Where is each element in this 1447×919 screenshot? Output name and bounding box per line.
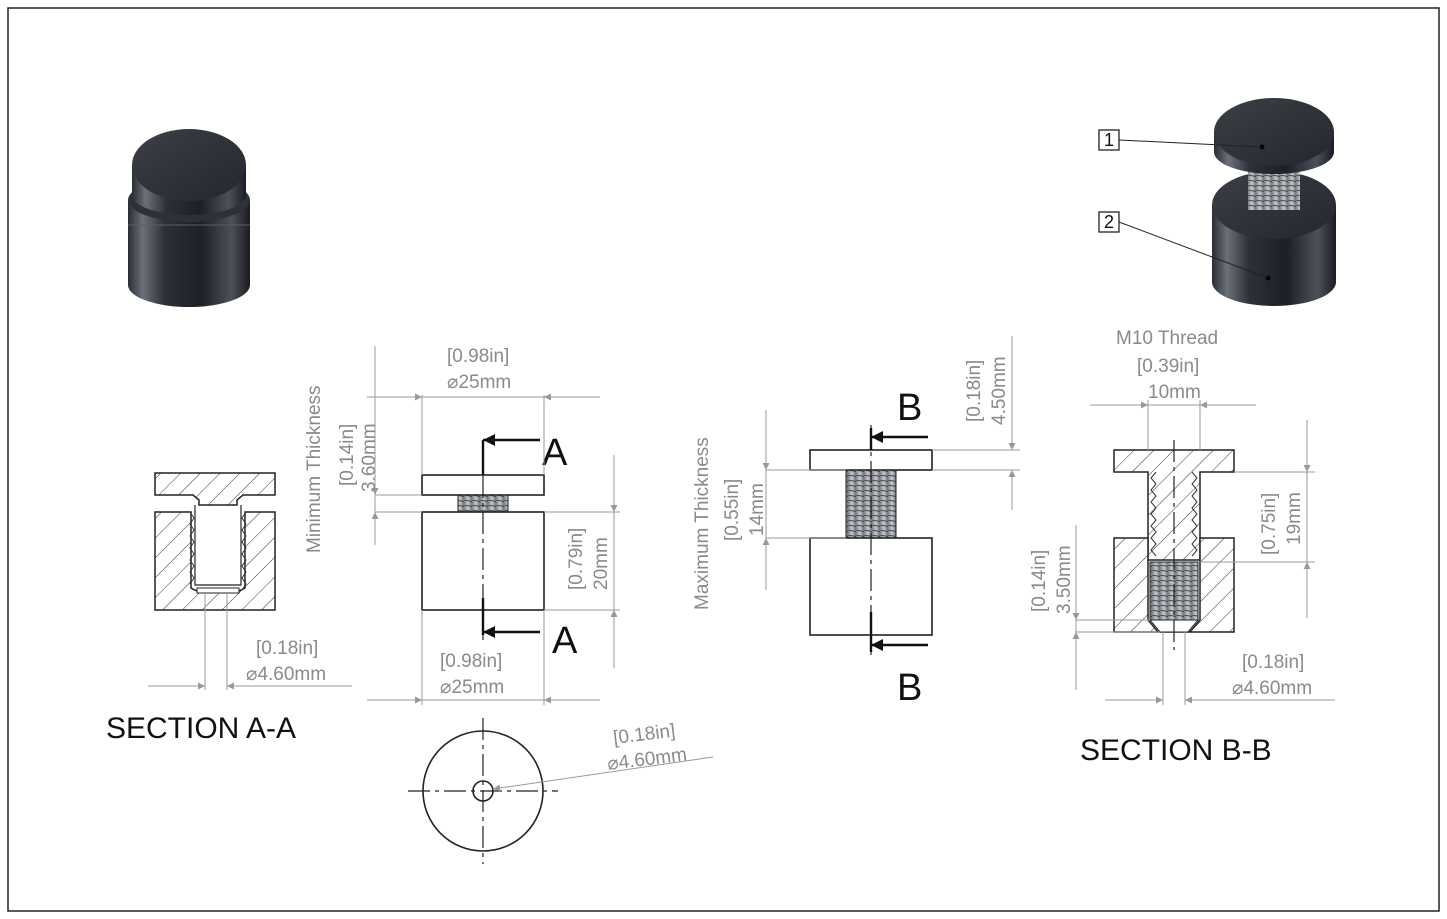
- balloon-1: 1: [1098, 129, 1263, 151]
- front-bottom-dia-mm: ⌀25mm: [440, 677, 504, 698]
- cut-a-top: A: [542, 432, 568, 474]
- cap-mm: 4.50mm: [989, 356, 1010, 425]
- sec-b-depth-mm: 3.50mm: [1054, 545, 1075, 614]
- thread-length-dim: [0.75in] 19mm: [1200, 420, 1315, 618]
- top-view-hole-mm: ⌀4.60mm: [606, 744, 688, 775]
- section-a-title: SECTION A-A: [106, 712, 296, 745]
- top-view: [0.18in] ⌀4.60mm: [408, 718, 714, 864]
- exploded-standoff-render: [1212, 98, 1336, 306]
- cut-a-bottom: A: [552, 620, 578, 662]
- sec-a-hole-in: [0.18in]: [256, 638, 318, 659]
- m10-thread-dim: M10 Thread [0.39in] 10mm: [1090, 328, 1256, 450]
- section-b-hole-dim: [0.18in] ⌀4.60mm: [1105, 440, 1335, 705]
- top-view-hole-in: [0.18in]: [612, 721, 676, 749]
- sec-b-depth-in: [0.14in]: [1029, 550, 1050, 612]
- thread-in: [0.39in]: [1137, 356, 1199, 377]
- section-b-depth-dim: [0.14in] 3.50mm: [1029, 525, 1160, 690]
- section-b-title: SECTION B-B: [1080, 734, 1272, 767]
- min-thick-in: [0.14in]: [337, 424, 358, 486]
- front-view-max: [809, 425, 933, 655]
- sec-a-hole-mm: ⌀4.60mm: [246, 664, 326, 685]
- balloon-2: 2: [1098, 211, 1269, 279]
- balloon-2-label: 2: [1104, 212, 1114, 232]
- cap-in: [0.18in]: [964, 360, 985, 422]
- assembled-standoff-render: [128, 129, 250, 307]
- min-thickness-label: Minimum Thickness: [304, 385, 325, 553]
- thread-len-mm: 19mm: [1284, 492, 1305, 545]
- front-view-min: [421, 440, 545, 640]
- sec-b-hole-in: [0.18in]: [1242, 652, 1304, 673]
- section-a-a-view: [154, 472, 276, 611]
- section-a-hole-dimension: [0.18in] ⌀4.60mm: [148, 594, 352, 690]
- front-top-diameter-dim: [0.98in] ⌀25mm: [367, 346, 600, 475]
- height-mm: 20mm: [591, 537, 612, 590]
- cut-line-b: B B: [869, 387, 928, 709]
- sheet-border: [7, 7, 1440, 912]
- max-thickness-label: Maximum Thickness: [692, 437, 713, 610]
- height-in: [0.79in]: [566, 528, 587, 590]
- cut-b-top: B: [897, 387, 922, 429]
- cap-thickness-dim: [0.18in] 4.50mm: [932, 336, 1020, 510]
- thread-len-in: [0.75in]: [1259, 493, 1280, 555]
- sec-b-hole-mm: ⌀4.60mm: [1232, 678, 1312, 699]
- max-thick-in: [0.55in]: [722, 479, 743, 541]
- cut-line-a: A A: [481, 432, 578, 662]
- thread-mm: 10mm: [1148, 382, 1201, 403]
- balloon-1-label: 1: [1104, 130, 1114, 150]
- front-bottom-diameter-dim: [0.98in] ⌀25mm: [367, 610, 600, 705]
- max-thickness-dim: Maximum Thickness [0.55in] 14mm: [692, 410, 846, 610]
- m10-label: M10 Thread: [1116, 328, 1218, 349]
- min-thickness-dim: Minimum Thickness [0.14in] 3.60mm: [304, 346, 422, 553]
- front-top-dia-mm: ⌀25mm: [447, 372, 511, 393]
- height-dim: [0.79in] 20mm: [544, 455, 620, 668]
- min-thick-mm: 3.60mm: [359, 423, 380, 492]
- cut-b-bottom: B: [897, 667, 922, 709]
- front-bottom-dia-in: [0.98in]: [440, 651, 502, 672]
- max-thick-mm: 14mm: [747, 483, 768, 536]
- front-top-dia-in: [0.98in]: [447, 346, 509, 367]
